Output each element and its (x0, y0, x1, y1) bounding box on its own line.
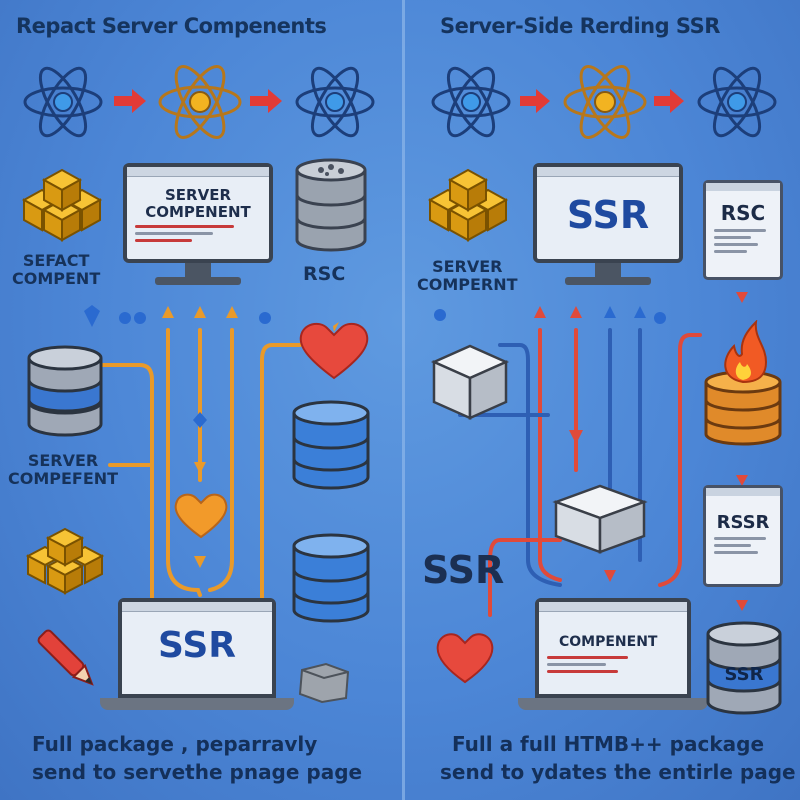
database-icon (27, 345, 103, 437)
monitor-stand (185, 263, 211, 277)
flame-icon (704, 320, 782, 446)
sefact-compent-label: SEFACT COMPENT (12, 251, 101, 288)
right-caption-line1: Full a full HTMB++ package (452, 732, 765, 756)
heart-icon (436, 633, 494, 684)
react-atom-icon (563, 65, 647, 139)
laptop-screen: COMPENENT (535, 598, 691, 698)
react-atom-icon (697, 66, 777, 138)
ssr-database: SSR (704, 618, 784, 718)
box-icon (430, 344, 510, 420)
database-icon (706, 621, 782, 715)
arrow-right-icon (114, 89, 146, 113)
laptop-screen: SSR (118, 598, 276, 698)
ssr-monitor: SSR (533, 163, 683, 263)
left-caption-line2: send to servethe pnage page (32, 760, 363, 784)
react-atom-icon (23, 66, 103, 138)
box-icon (298, 662, 350, 704)
server-compernt-label: SERVER COMPERNT (417, 257, 518, 294)
laptop-base (100, 698, 294, 710)
database-icon (292, 400, 370, 490)
left-caption-line1: Full package , peparravly (32, 732, 318, 756)
rssr-doc-text: RSSR (716, 512, 770, 533)
monitor-stand (595, 263, 621, 277)
monitor-base (565, 277, 651, 285)
pen-icon (37, 629, 94, 686)
panel-divider (402, 0, 405, 800)
rsc-doc-text: RSC (720, 201, 766, 225)
heart-icon (174, 493, 228, 539)
rsc-document: RSC (703, 180, 783, 280)
heart-icon (299, 322, 369, 380)
right-caption-line2: send to ydates the entirle page (440, 760, 796, 784)
react-atom-icon (158, 65, 242, 139)
laptop-text: SSR (158, 625, 236, 666)
box-icon (552, 484, 648, 554)
big-ssr-label: SSR (422, 548, 505, 592)
react-atom-icon (295, 66, 375, 138)
rssr-document: RSSR (703, 485, 783, 587)
cube-stack-icon (21, 168, 103, 242)
cube-stack-icon (427, 168, 509, 242)
laptop-base (518, 698, 708, 710)
database-icon (295, 158, 367, 252)
laptop-component-text: COMPENENT (559, 634, 658, 650)
monitor-ssr-text: SSR (566, 193, 650, 237)
left-panel-title: Repact Server Compenents (16, 14, 327, 38)
db-ssr-text: SSR (724, 664, 764, 685)
monitor-base (155, 277, 241, 285)
monitor-text: SERVER COMPENENT (145, 186, 251, 221)
right-panel-title: Server-Side Rerding SSR (440, 14, 720, 38)
cube-stack-icon (25, 527, 105, 595)
react-atom-icon (431, 66, 511, 138)
server-compefent-label: SERVER COMPEFENT (8, 451, 119, 488)
server-component-monitor: SERVER COMPENENT (123, 163, 273, 263)
rsc-label: RSC (303, 263, 346, 285)
database-icon (292, 533, 370, 623)
